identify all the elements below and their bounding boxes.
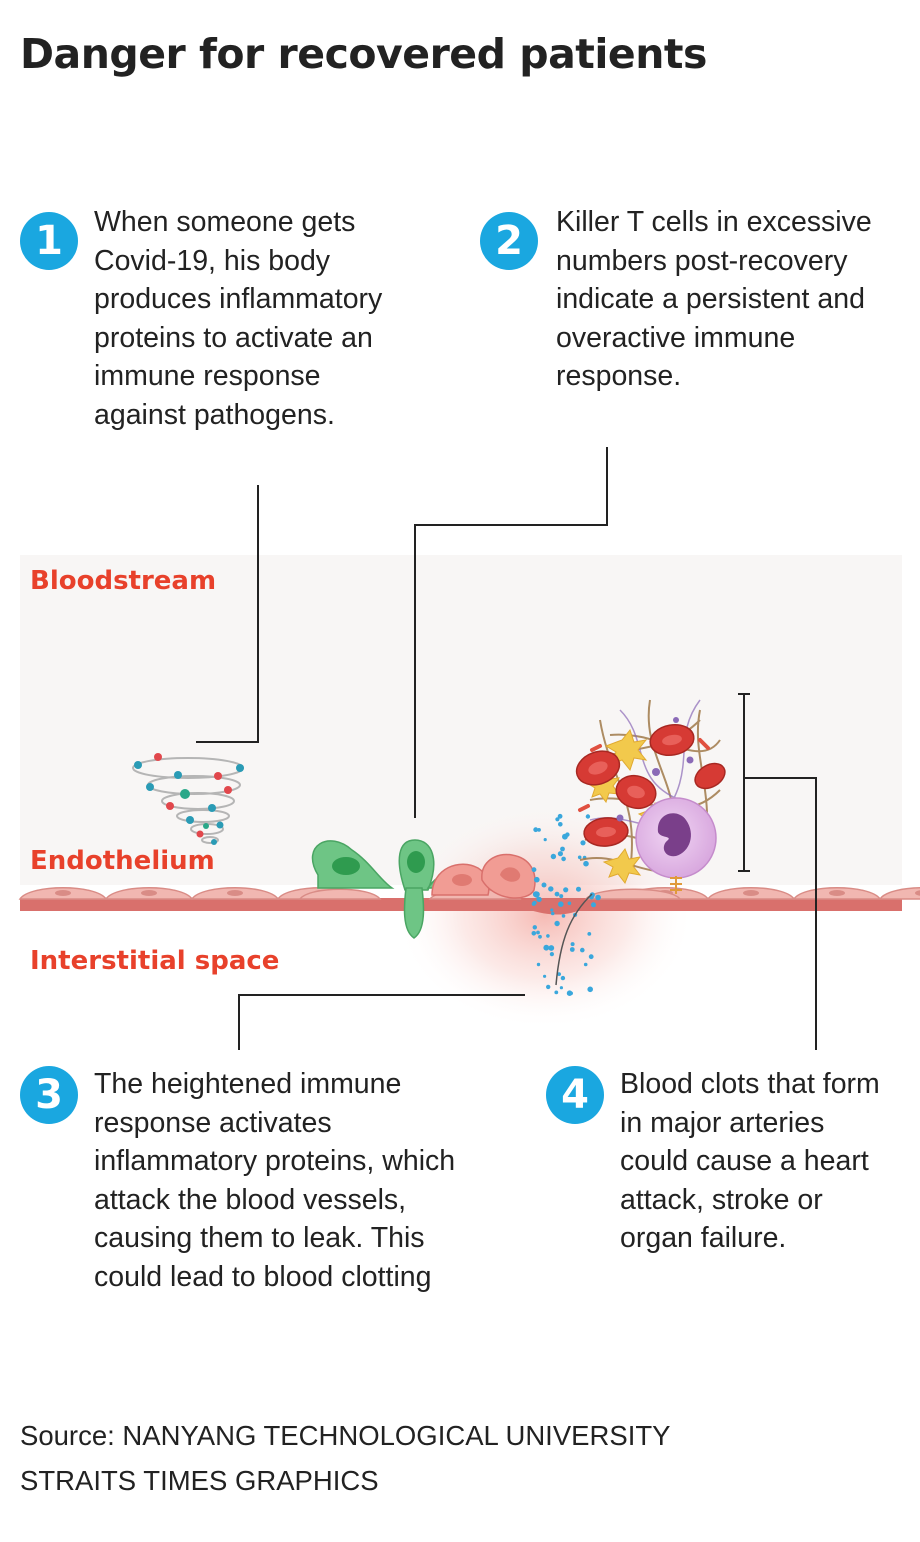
protein-dot [546,984,551,990]
protein-dot [543,944,550,951]
step-3-badge: 3 [20,1066,78,1124]
protein-dot [558,822,563,827]
protein-dot [532,925,537,930]
protein-dot [532,891,539,898]
endothelial-cell-nucleus [743,890,759,896]
endothelium-label: Endothelium [30,846,215,876]
leader-line-step-1 [196,485,259,743]
protein-dot [536,896,542,903]
protein-dot [557,972,561,976]
protein-dot [531,867,537,873]
protein-dot [531,931,537,936]
protein-dot [543,838,547,842]
protein-dot [576,886,581,892]
protein-dot [533,827,539,833]
protein-dot [536,962,541,967]
endothelium-layer [18,887,920,911]
step-1-badge: 1 [20,212,78,270]
leak-arrow [555,893,593,986]
protein-dot [550,853,557,860]
interstitial-space-label: Interstitial space [30,946,280,976]
protein-dot [561,914,566,918]
endothelial-cell-nucleus [829,890,845,896]
protein-dot [538,934,542,939]
protein-dot [587,932,592,936]
protein-dot [580,840,586,846]
protein-dot [546,934,550,938]
blood-clot [575,699,726,894]
step-3-text: The heightened immune response activates… [94,1068,456,1293]
protein-dot [550,911,555,916]
protein-dot [558,901,564,907]
endothelial-cell [298,888,382,900]
protein-dot [591,902,596,908]
source-line: Source: NANYANG TECHNOLOGICAL UNIVERSITY [20,1420,671,1451]
protein-dot [595,894,601,901]
protein-dot [549,952,555,957]
leader-line-step-2 [414,447,608,818]
protein-dot [543,974,547,978]
protein-dot [550,908,554,912]
protein-dot [585,814,591,819]
step-2-text: Killer T cells in excessive numbers post… [556,206,872,393]
vessel-tear [519,902,587,915]
step-2-badge: 2 [480,212,538,270]
protein-dot [563,887,569,893]
protein-dot [554,920,560,927]
protein-dot [577,855,582,860]
step-4-badge: 4 [546,1066,604,1124]
protein-dot [569,947,575,952]
step-4-text: Blood clots that form in major arteries … [620,1068,880,1255]
protein-dot [541,882,547,888]
protein-dot [561,856,566,862]
leader-line-step-3 [238,994,525,1050]
graphics-credit: STRAITS TIMES GRAPHICS [20,1465,379,1496]
protein-dot [554,891,560,897]
endothelial-cell-nucleus [915,890,920,896]
protein-dot [555,817,560,822]
protein-dot [565,832,570,837]
leader-line-step-4 [744,777,817,1050]
cytokine-storm-icon [132,753,244,845]
protein-dot [532,900,537,906]
protein-dot [536,930,540,935]
protein-dot [559,894,564,899]
protein-dot [589,892,595,898]
protein-dot [557,851,564,857]
endothelial-cell-nucleus [55,890,71,896]
protein-dot [537,828,541,832]
protein-dot [587,986,593,993]
protein-dot [534,876,540,883]
step-1-text: When someone gets Covid-19, his body pro… [94,206,383,431]
bloodstream-label: Bloodstream [30,566,217,596]
protein-dot [580,947,585,953]
damaged-endothelial-cells [431,853,536,899]
endothelial-cell-nucleus [141,890,157,896]
protein-dot [570,942,575,947]
protein-dot [559,986,564,990]
protein-dot [583,962,588,967]
clot-bracket [738,693,750,872]
protein-dot [560,846,565,852]
protein-dot [588,954,594,960]
protein-dot [583,860,589,867]
protein-dot [569,991,573,996]
source-credit: Source: NANYANG TECHNOLOGICAL UNIVERSITY… [20,1413,670,1503]
protein-dot [560,975,566,981]
protein-dot [548,886,554,892]
endothelial-cell-nucleus [227,890,243,896]
protein-dot [567,901,572,906]
endothelial-cell [878,887,920,900]
protein-dot [554,990,559,995]
page-title: Danger for recovered patients [20,30,707,78]
protein-dot [548,945,555,951]
protein-dot [557,813,563,819]
